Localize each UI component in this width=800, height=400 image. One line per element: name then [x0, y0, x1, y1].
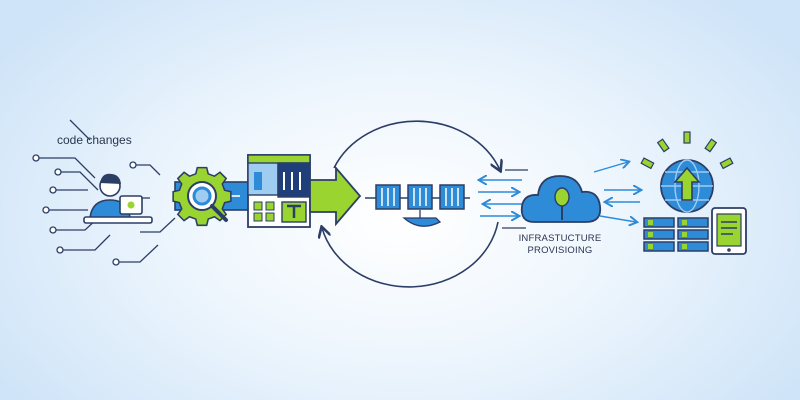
- server-stack-icon: [643, 217, 709, 252]
- feedback-loop: [322, 120, 500, 288]
- tablet-icon: [711, 207, 747, 255]
- code-changes-label: code changes: [57, 133, 132, 147]
- infrastructure-label: INFRASTUCTURE: [518, 233, 602, 244]
- circuit-nodes-left: [32, 154, 137, 266]
- globe-upload-icon: [640, 131, 734, 213]
- cloud-to-servers-arrows: [593, 162, 640, 222]
- gear-magnifier-icon: [172, 166, 232, 227]
- connector-lines-dark: [502, 169, 528, 229]
- cloud-shovel-icon: [520, 175, 602, 223]
- developer-at-laptop-icon: [83, 173, 153, 224]
- build-box-icon: [247, 154, 311, 228]
- pipeline-arrow-icon: [309, 165, 362, 227]
- circuit-lines-left: [38, 119, 176, 263]
- container-chain-icon: [365, 184, 470, 227]
- provisioning-label: PROVISIOING: [527, 245, 593, 256]
- connector-arrows: [478, 180, 522, 216]
